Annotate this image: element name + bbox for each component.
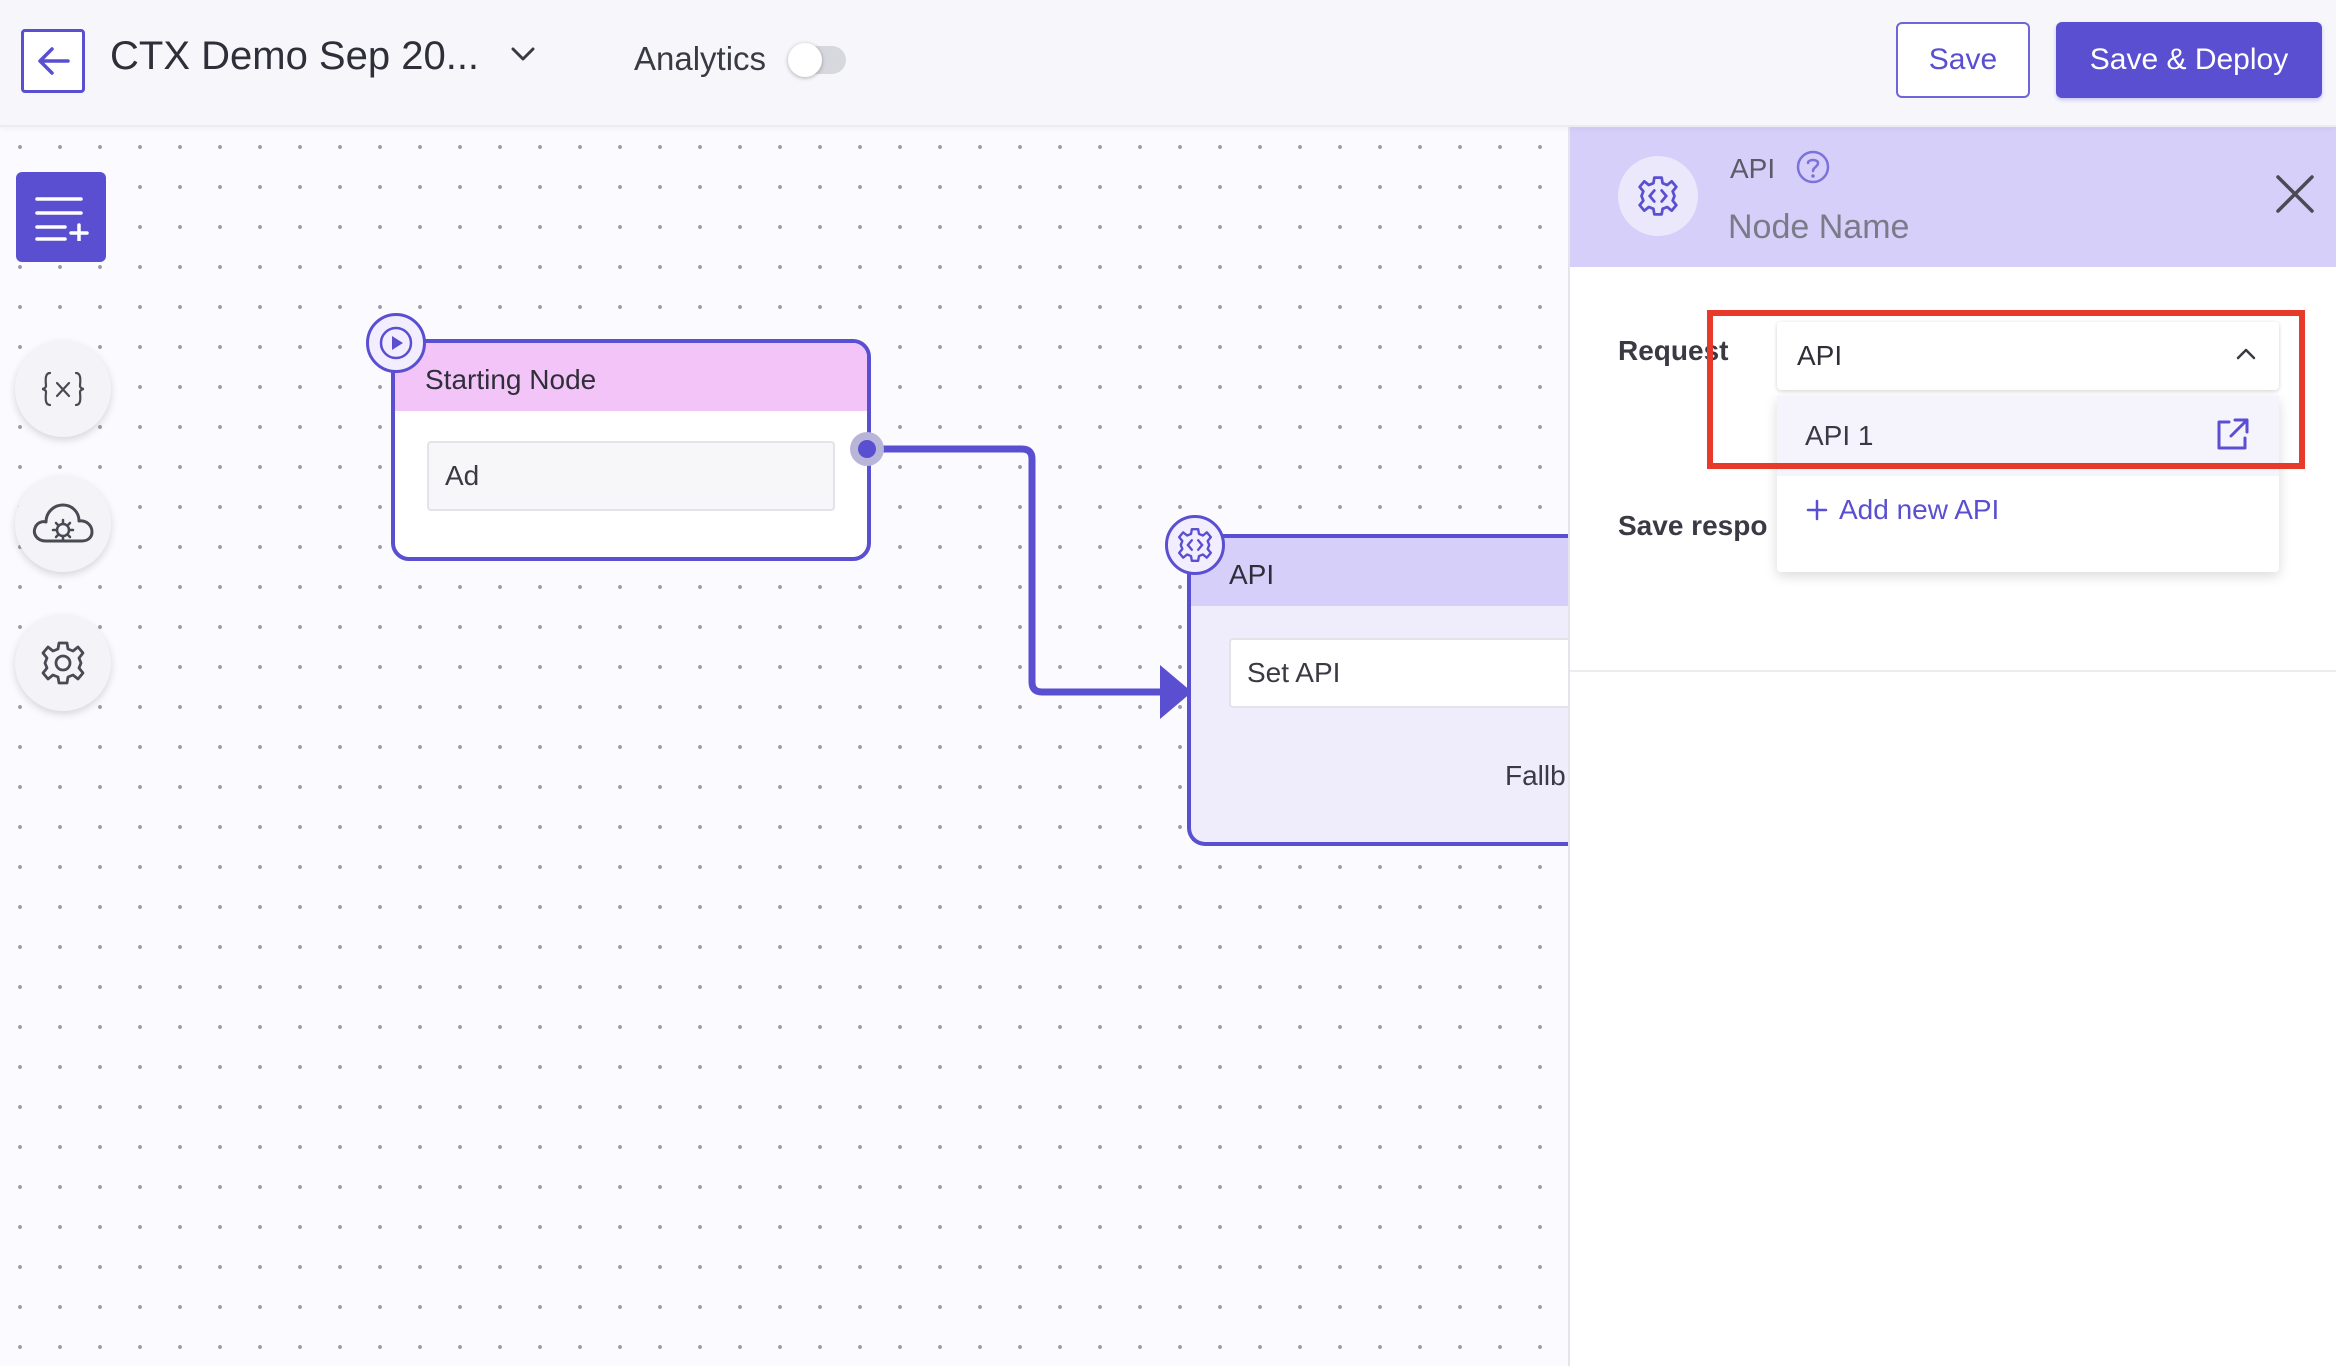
analytics-toggle[interactable] — [788, 43, 846, 77]
variables-button[interactable] — [15, 341, 111, 437]
close-icon[interactable] — [2274, 173, 2316, 215]
flow-canvas[interactable]: Starting Node Ad API Set API Fallb — [0, 127, 1568, 1366]
gear-icon — [41, 641, 85, 685]
play-icon — [379, 326, 413, 360]
cloud-settings-icon — [32, 503, 94, 543]
output-handle[interactable] — [850, 432, 884, 466]
connection-edge[interactable] — [0, 127, 1568, 1366]
help-icon[interactable] — [1795, 149, 1831, 185]
arrow-left-icon — [38, 47, 70, 75]
chevron-up-icon — [2236, 348, 2256, 360]
api-gear-icon — [1638, 176, 1678, 216]
analytics-label: Analytics — [634, 40, 767, 77]
panel-divider — [1570, 670, 2336, 672]
api-node[interactable]: API Set API Fallb — [1187, 534, 1568, 846]
dropdown-option-label: API 1 — [1805, 420, 1874, 451]
starting-node-icon — [366, 313, 426, 373]
back-button[interactable] — [21, 29, 85, 93]
panel-header: API — [1570, 127, 2336, 267]
add-new-api-label: Add new API — [1839, 494, 2000, 525]
chevron-down-icon[interactable] — [510, 45, 536, 63]
save-button[interactable]: Save — [1896, 22, 2030, 98]
request-select[interactable]: API — [1777, 322, 2279, 390]
plus-icon — [1806, 499, 1828, 521]
add-node-icon — [35, 197, 89, 241]
settings-button[interactable] — [15, 615, 111, 711]
request-select-value: API — [1797, 340, 1843, 371]
add-node-button[interactable] — [16, 172, 106, 262]
variables-icon — [41, 371, 85, 407]
starting-node-field[interactable]: Ad — [427, 441, 835, 511]
node-name-input[interactable] — [1728, 203, 2168, 251]
flow-title[interactable]: CTX Demo Sep 20... — [110, 34, 480, 78]
node-settings-panel: API Request API Save respo API 1 — [1568, 127, 2336, 1366]
api-node-title: API — [1229, 559, 1275, 590]
starting-node-title: Starting Node — [425, 364, 597, 395]
cloud-settings-button[interactable] — [15, 476, 111, 572]
fallback-label: Fallb — [1505, 760, 1566, 791]
output-handle-dot — [858, 440, 876, 458]
panel-node-icon — [1618, 156, 1698, 236]
top-header: CTX Demo Sep 20... Analytics Save Save &… — [0, 0, 2336, 127]
starting-node-header: Starting Node — [395, 343, 867, 411]
panel-node-type: API — [1730, 153, 1776, 184]
api-node-field[interactable]: Set API — [1229, 638, 1568, 708]
save-deploy-button[interactable]: Save & Deploy — [2056, 22, 2322, 98]
starting-node[interactable]: Starting Node Ad — [391, 339, 871, 561]
api-gear-icon — [1177, 527, 1213, 563]
api-node-header: API — [1191, 538, 1568, 606]
request-label: Request — [1618, 335, 1729, 366]
external-link-icon[interactable] — [2213, 416, 2251, 454]
api-node-icon — [1165, 515, 1225, 575]
add-new-api-button[interactable]: Add new API — [1805, 494, 1999, 526]
toggle-knob — [788, 43, 822, 77]
dropdown-option-api-1[interactable]: API 1 — [1777, 396, 2279, 476]
save-response-label: Save respo — [1618, 510, 1768, 541]
request-dropdown-menu: API 1 Add new API — [1777, 396, 2279, 572]
